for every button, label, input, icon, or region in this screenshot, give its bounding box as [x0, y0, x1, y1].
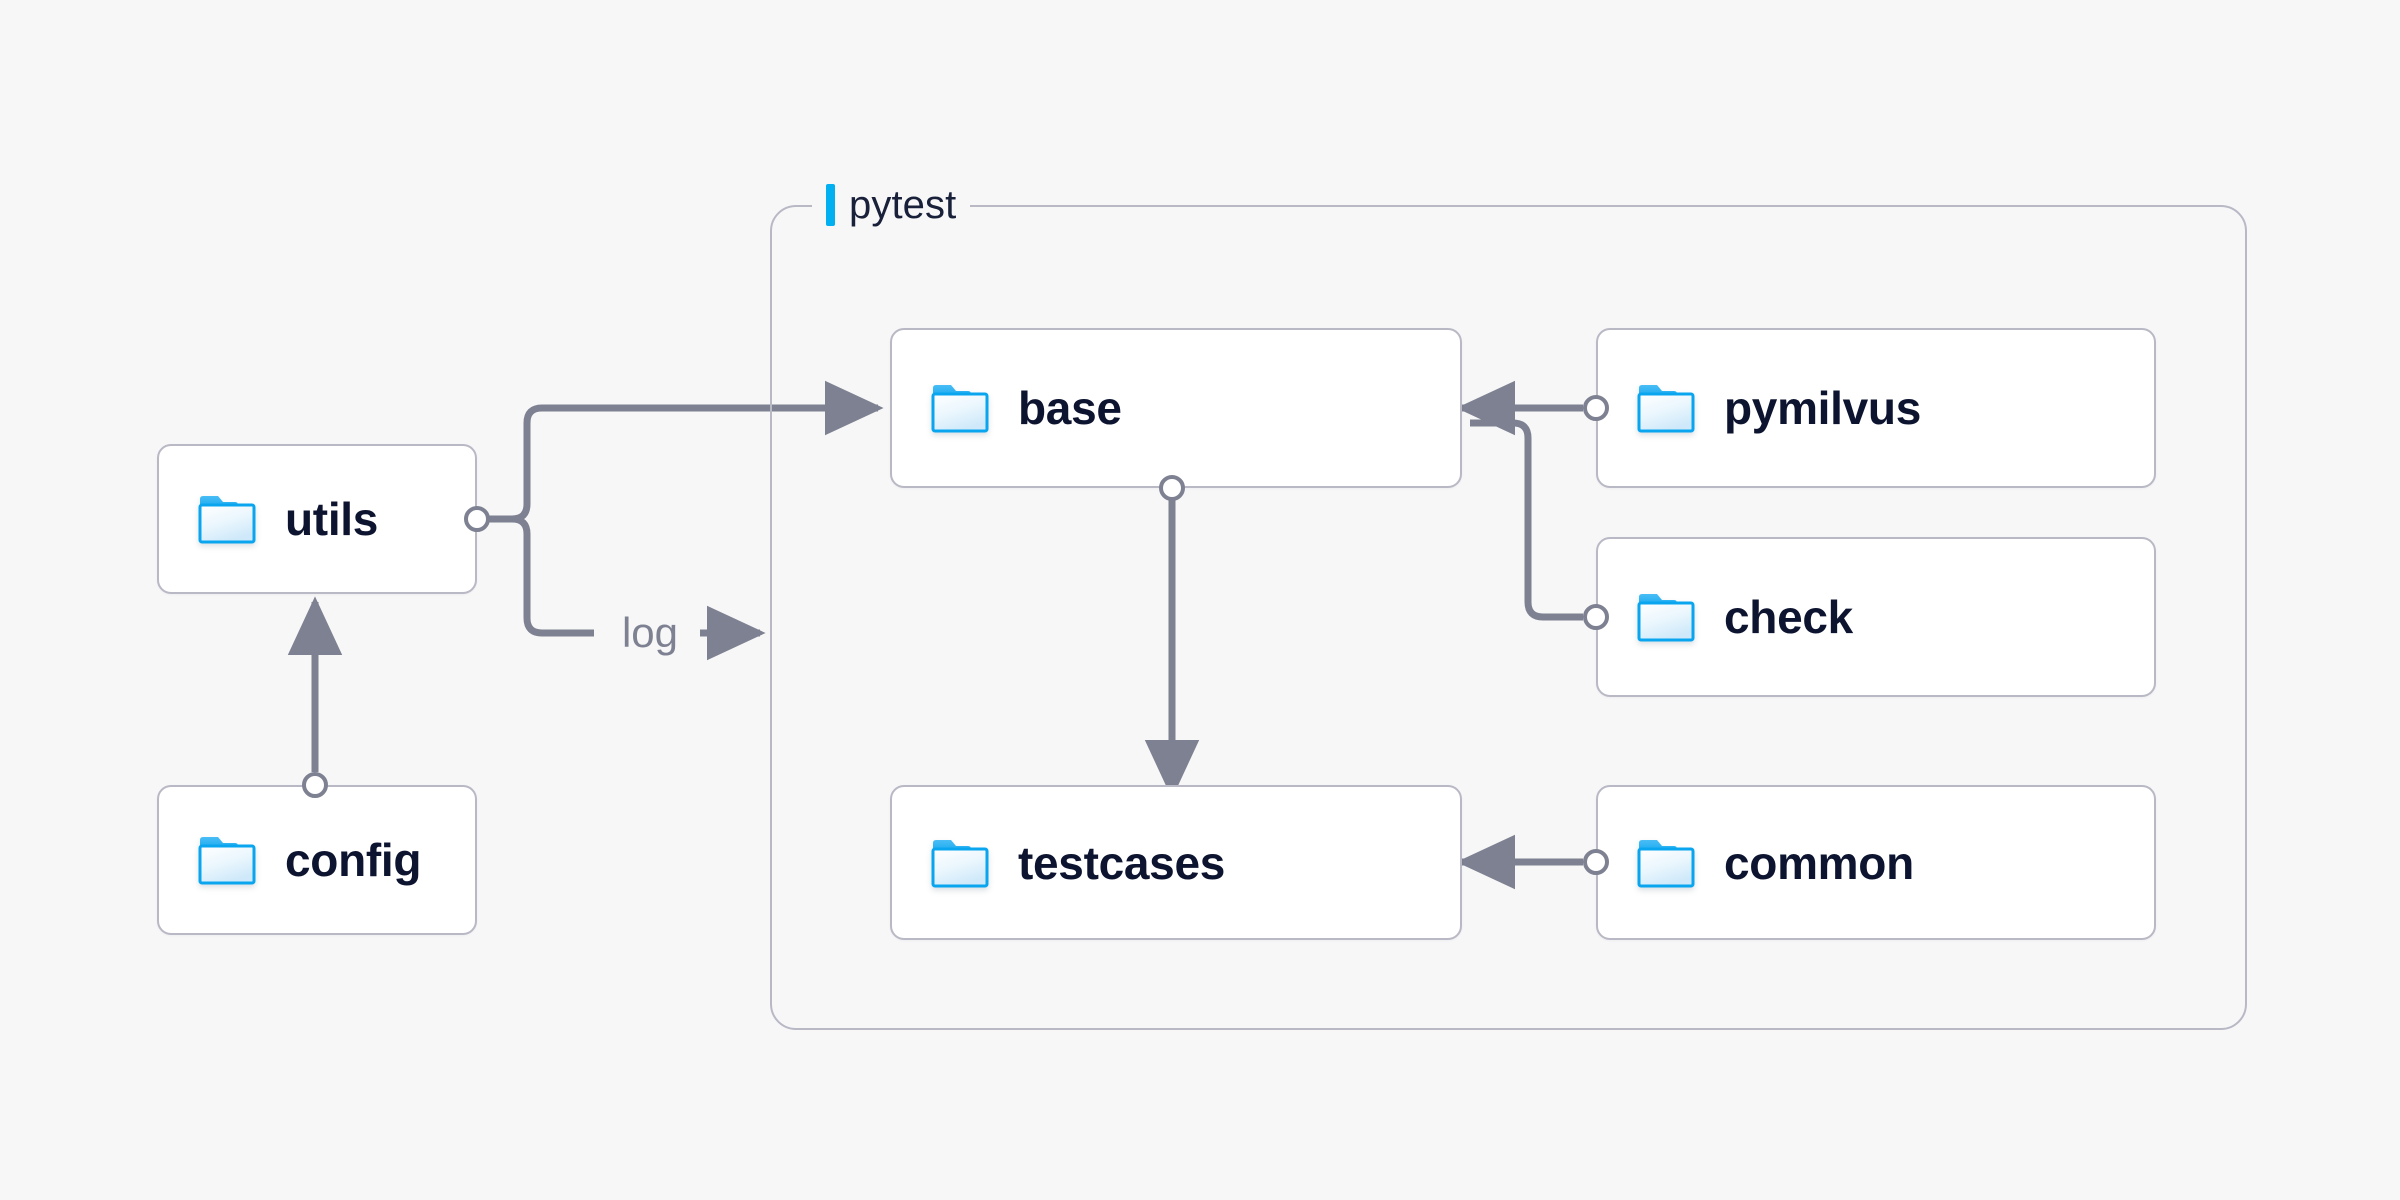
- folder-icon: [931, 839, 989, 887]
- group-pytest[interactable]: [770, 205, 2247, 1030]
- node-testcases[interactable]: testcases: [890, 785, 1462, 940]
- node-pymilvus[interactable]: pymilvus: [1596, 328, 2156, 488]
- folder-icon: [198, 496, 256, 544]
- folder-icon: [1637, 839, 1695, 887]
- group-pytest-label-text: pytest: [849, 182, 957, 227]
- node-pymilvus-label: pymilvus: [1724, 382, 1922, 434]
- group-pytest-label: pytest: [812, 182, 971, 228]
- node-utils-label: utils: [285, 493, 379, 545]
- port-common-left[interactable]: [1583, 849, 1609, 875]
- port-config-top[interactable]: [302, 772, 328, 798]
- group-accent-bar: [826, 184, 835, 226]
- node-check[interactable]: check: [1596, 537, 2156, 697]
- port-utils-right[interactable]: [464, 506, 490, 532]
- node-base-label: base: [1018, 382, 1122, 434]
- folder-icon: [198, 837, 256, 885]
- node-config[interactable]: config: [157, 785, 477, 935]
- node-common[interactable]: common: [1596, 785, 2156, 940]
- node-utils[interactable]: utils: [157, 444, 477, 594]
- port-pymilvus-left[interactable]: [1583, 395, 1609, 421]
- port-base-bottom[interactable]: [1159, 475, 1185, 501]
- port-check-left[interactable]: [1583, 604, 1609, 630]
- folder-icon: [1637, 385, 1695, 433]
- node-common-label: common: [1724, 836, 1914, 889]
- node-config-label: config: [285, 834, 422, 886]
- edge-utils-log-stub: [511, 515, 594, 637]
- node-check-label: check: [1724, 591, 1853, 643]
- node-base[interactable]: base: [890, 328, 1462, 488]
- edge-label-log: log: [613, 609, 687, 657]
- folder-icon: [1637, 594, 1695, 642]
- folder-icon: [931, 385, 989, 433]
- node-testcases-label: testcases: [1018, 836, 1226, 889]
